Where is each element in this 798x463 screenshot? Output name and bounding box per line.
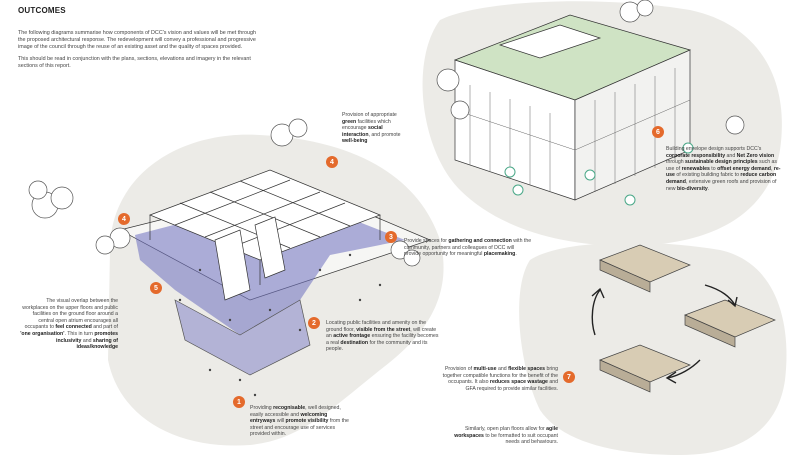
note-gathering-spaces: Provide spaces for gathering and connect… [404, 238, 532, 258]
intro-text: The following diagrams summarise how com… [18, 30, 258, 75]
intro-paragraph-1: The following diagrams summarise how com… [18, 30, 257, 50]
marker-2: 2 [308, 317, 320, 329]
note-building-envelope: Building envelope design supports DCC's … [666, 146, 781, 192]
page-title: OUTCOMES [18, 6, 66, 15]
note-agile-workspaces: Similarly, open plan floors allow for ag… [454, 426, 558, 446]
marker-4-left: 4 [118, 213, 130, 225]
marker-3: 3 [385, 231, 397, 243]
note-green-facilities: Provision of appropriate green facilitie… [342, 112, 401, 145]
right-building [453, 14, 692, 201]
marker-4-top: 4 [326, 156, 338, 168]
marker-1: 1 [233, 396, 245, 408]
marker-5: 5 [150, 282, 162, 294]
left-building [119, 169, 431, 397]
note-entryways: Providing recognisable, well designed, e… [250, 405, 349, 438]
ground-blob-right-bottom [519, 242, 787, 455]
marker-6: 6 [652, 126, 664, 138]
intro-paragraph-2: This should be read in conjunction with … [18, 56, 251, 69]
note-visual-overlap: The visual overlap between the workplace… [20, 298, 118, 351]
trees-right [436, 0, 745, 135]
cycle-arrows [591, 284, 738, 384]
green-icons [504, 142, 694, 206]
note-public-facilities: Locating public facilities and amenity o… [326, 320, 439, 353]
trees-left [28, 118, 421, 267]
floor-plates [599, 244, 776, 393]
note-multi-use-spaces: Provision of multi-use and flexible spac… [442, 366, 558, 392]
marker-7: 7 [563, 371, 575, 383]
